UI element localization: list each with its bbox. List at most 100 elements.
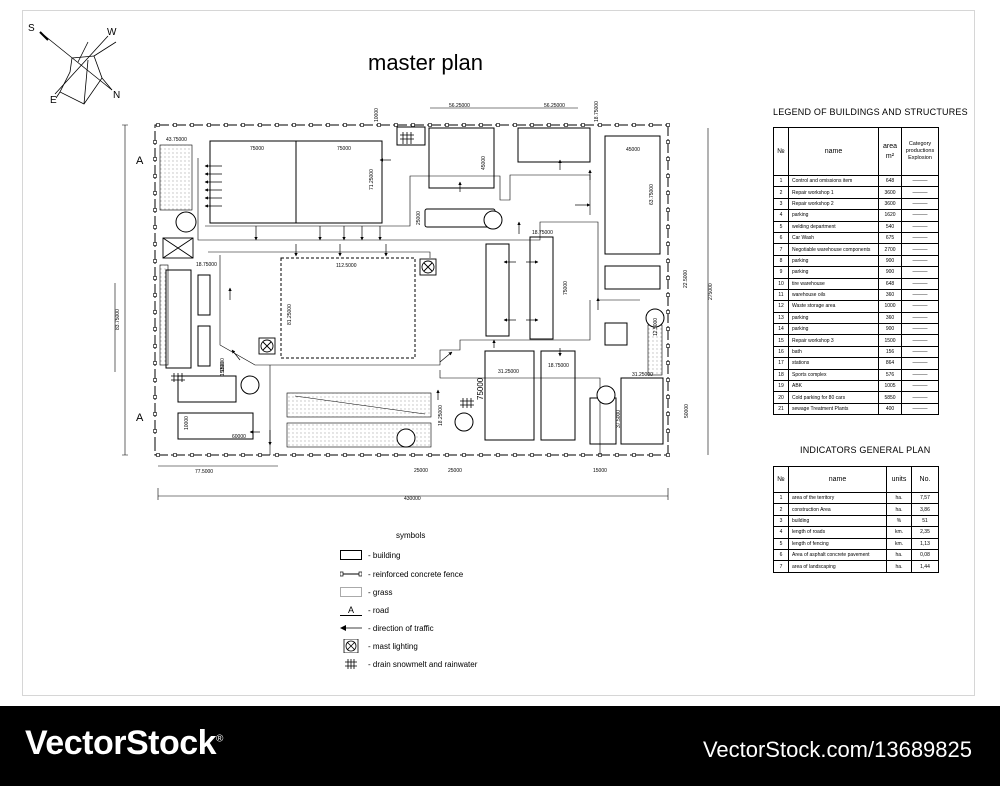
fence-post xyxy=(666,395,670,399)
legend-row-area: 5850 xyxy=(878,391,902,404)
fence-post xyxy=(462,453,466,457)
svg-text:275000: 275000 xyxy=(708,283,714,300)
legend-row-area: 1620 xyxy=(878,209,902,222)
fence-post xyxy=(666,140,670,144)
svg-text:43.75000: 43.75000 xyxy=(166,137,187,143)
legend-row-no: 16 xyxy=(773,345,789,359)
fence-post xyxy=(666,191,670,195)
fence-post xyxy=(343,453,347,457)
legend-row-no: 11 xyxy=(773,288,789,302)
legend-row-no: 8 xyxy=(773,254,789,268)
fence-post xyxy=(428,123,432,127)
indicator-row-no: 7 xyxy=(773,560,789,573)
legend-row-area: 1000 xyxy=(878,300,902,313)
fence-post xyxy=(153,157,157,161)
legend-row-no: 2 xyxy=(773,186,789,199)
fence-post xyxy=(581,453,585,457)
svg-text:18.75000: 18.75000 xyxy=(532,230,553,236)
fence-post xyxy=(666,453,670,457)
legend-row-category: ——— xyxy=(901,254,939,268)
indicator-row-no: 5 xyxy=(773,537,789,550)
fence-post xyxy=(153,140,157,144)
svg-text:31.25000: 31.25000 xyxy=(632,372,653,378)
fence-posts xyxy=(153,123,670,457)
legend-row-category: ——— xyxy=(901,311,939,325)
legend-row-area: 156 xyxy=(878,345,902,359)
legend-row-area: 540 xyxy=(878,220,902,233)
svg-text:75000: 75000 xyxy=(563,281,569,295)
indicator-row-units: km. xyxy=(886,526,912,539)
fence-post xyxy=(190,453,194,457)
svg-text:71.25000: 71.25000 xyxy=(369,169,375,190)
fence-post xyxy=(479,123,483,127)
fence-post xyxy=(153,208,157,212)
legend-row-name: Waste storage area xyxy=(788,300,879,313)
fence-post xyxy=(666,327,670,331)
fence-post xyxy=(615,453,619,457)
building-bottom-left-1 xyxy=(177,375,237,403)
fence-post xyxy=(258,453,262,457)
legend-row-category: ——— xyxy=(901,174,939,188)
legend-row-category: ——— xyxy=(901,231,939,245)
legend-row-category: ——— xyxy=(901,209,939,222)
fence-post xyxy=(292,123,296,127)
fence-post xyxy=(153,191,157,195)
fence-post xyxy=(207,453,211,457)
legend-row-no: 15 xyxy=(773,334,789,347)
svg-text:45000: 45000 xyxy=(481,156,487,170)
legend-row-category: ——— xyxy=(901,277,939,290)
fence-post xyxy=(666,412,670,416)
fence-post xyxy=(326,123,330,127)
building-bottom-right-1 xyxy=(589,397,617,445)
fence-post xyxy=(513,453,517,457)
indicators-title: INDICATORS GENERAL PLAN xyxy=(800,445,931,455)
legend-row-name: Control and omissions item xyxy=(788,174,879,188)
fence-post xyxy=(530,123,534,127)
legend-row-name: warehouse oils xyxy=(788,288,879,302)
svg-text:25000: 25000 xyxy=(416,211,422,225)
drain-icon xyxy=(400,132,414,144)
fence-post xyxy=(153,174,157,178)
svg-text:81.25000: 81.25000 xyxy=(287,304,293,325)
legend-row-name: parking xyxy=(788,254,879,268)
fence-post xyxy=(241,453,245,457)
legend-row-area: 648 xyxy=(878,277,902,290)
indicator-row-no: 1 xyxy=(773,491,789,505)
fence-post xyxy=(666,310,670,314)
fence-post xyxy=(156,453,160,457)
legend-row-area: 2700 xyxy=(878,243,902,256)
legend-row-area: 900 xyxy=(878,323,902,336)
fence-post xyxy=(394,123,398,127)
vectorstock-logo: VectorStock® xyxy=(25,724,223,762)
legend-row-name: parking xyxy=(788,311,879,325)
legend-row-name: parking xyxy=(788,266,879,279)
fence-post xyxy=(462,123,466,127)
indicator-row-units: km. xyxy=(886,537,912,550)
compass-rose-icon: S W E N xyxy=(28,23,120,106)
svg-text:18.25000: 18.25000 xyxy=(438,405,444,426)
symbol-traffic: - direction of traffic xyxy=(340,622,434,634)
fence-post xyxy=(666,429,670,433)
legend-row-category: ——— xyxy=(901,380,939,393)
fence-post xyxy=(224,453,228,457)
page-title: master plan xyxy=(368,50,483,75)
legend-row-category: ——— xyxy=(901,197,939,211)
legend-row-category: ——— xyxy=(901,266,939,279)
legend-row-name: Repair workshop 3 xyxy=(788,334,879,347)
legend-row-area: 648 xyxy=(878,174,902,188)
legend-row-category: ——— xyxy=(901,402,939,416)
compass-s: S xyxy=(28,23,35,34)
legend-row-name: ABK xyxy=(788,380,879,393)
compass-n: N xyxy=(113,90,120,101)
legend-row-area: 576 xyxy=(878,368,902,382)
legend-row-no: 14 xyxy=(773,323,789,336)
